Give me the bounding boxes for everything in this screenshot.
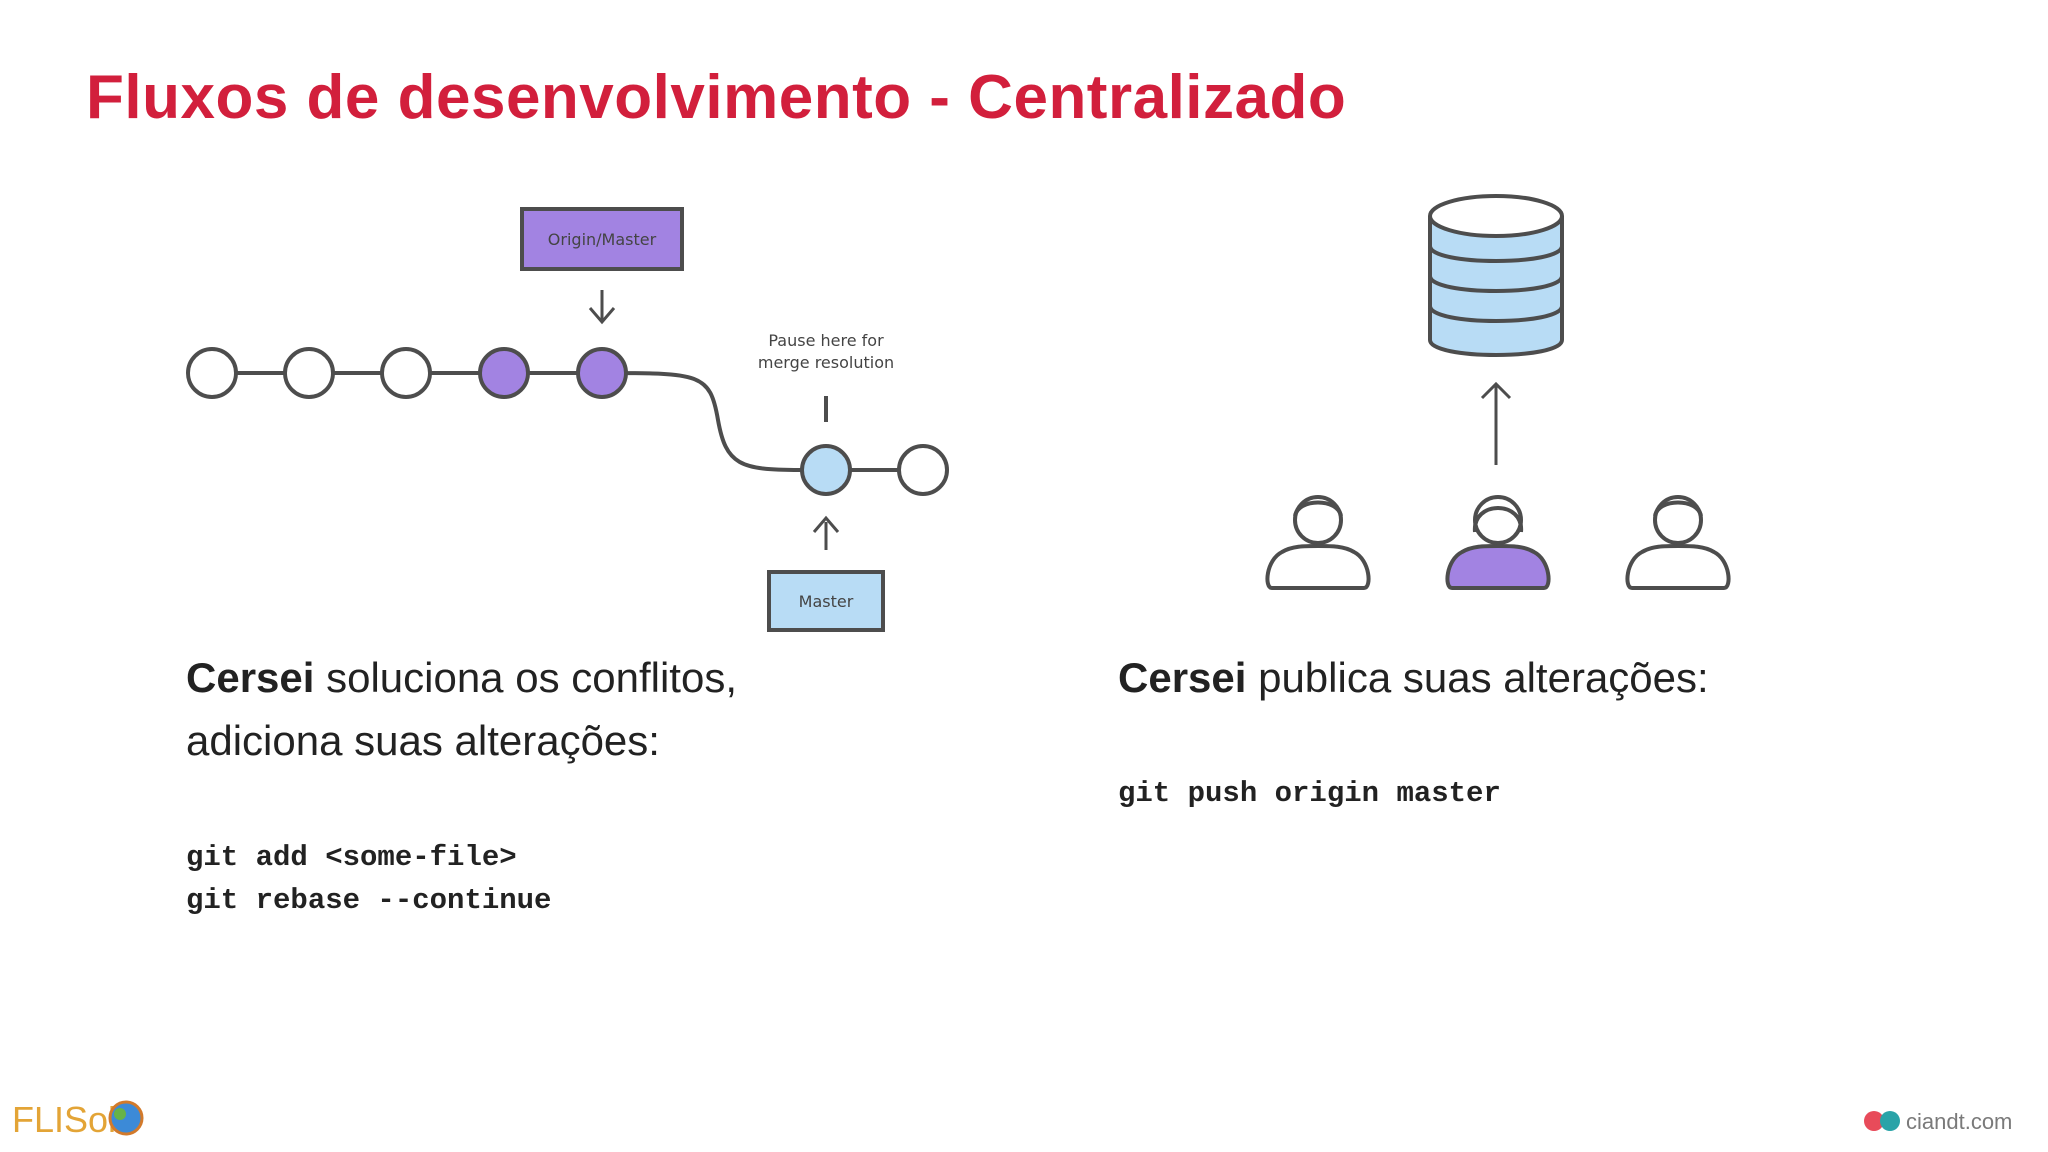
commit-node-local: [800, 444, 852, 496]
code-line: git add <some-file>: [186, 841, 517, 874]
master-label: Master: [799, 592, 854, 611]
rebased-branch-line: [601, 371, 920, 472]
commit-node: [283, 347, 335, 399]
origin-master-label-box: [520, 207, 684, 271]
user-icon-highlighted: [1445, 495, 1551, 590]
commit-node-remote: [576, 347, 628, 399]
commit-node-remote: [478, 347, 530, 399]
caption-text: soluciona os conflitos,: [314, 654, 737, 701]
left-caption: Cersei soluciona os conflitos, adiciona …: [186, 646, 737, 772]
svg-text:FLISol: FLISol: [12, 1099, 116, 1140]
master-label-box: [767, 570, 885, 632]
commit-node: [186, 347, 238, 399]
caption-text: publica suas alterações:: [1246, 654, 1709, 701]
svg-text:ciandt.com: ciandt.com: [1906, 1109, 2012, 1134]
slide-title: Fluxos de desenvolvimento - Centralizado: [86, 63, 1347, 132]
caption-name: Cersei: [1118, 654, 1247, 701]
ciandt-logo: ciandt.com: [1864, 1109, 2012, 1134]
commit-node: [380, 347, 432, 399]
right-code-block: git push origin master: [1118, 772, 1501, 815]
caption-name: Cersei: [186, 654, 315, 701]
database-icon: [1428, 194, 1564, 357]
user-icon: [1265, 495, 1371, 590]
origin-master-label: Origin/Master: [548, 230, 657, 249]
user-icon: [1625, 495, 1731, 590]
pause-note-line2: merge resolution: [758, 353, 894, 372]
left-code-block: git add <some-file> git rebase --continu…: [186, 836, 551, 922]
right-caption: Cersei publica suas alterações:: [1118, 646, 1709, 709]
code-line: git rebase --continue: [186, 884, 552, 917]
code-line: git push origin master: [1118, 777, 1501, 810]
flisol-logo: FLISol: [12, 1099, 144, 1140]
caption-text-line2: adiciona suas alterações:: [186, 717, 660, 764]
arrow-up-icon: [1480, 381, 1512, 465]
commit-node: [897, 444, 949, 496]
pause-note-line1: Pause here for: [768, 331, 884, 350]
